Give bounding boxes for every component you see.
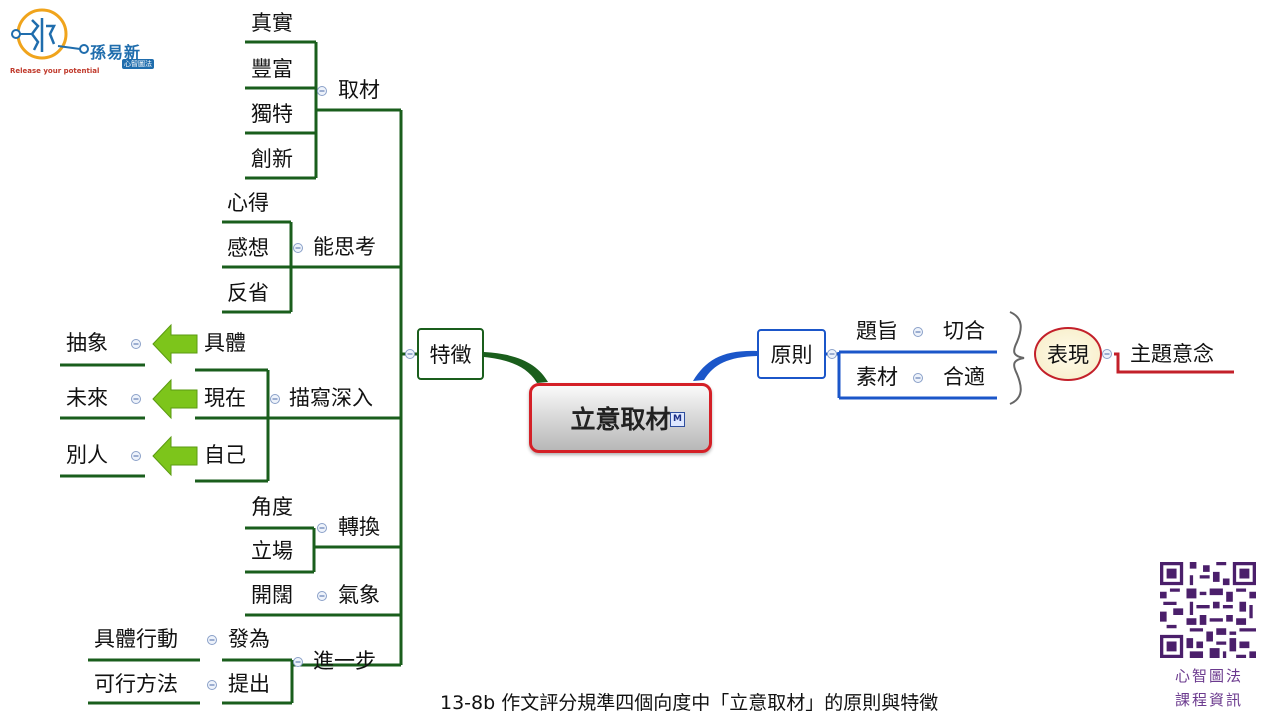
leaf-qx-0[interactable]: 開闊: [251, 583, 293, 607]
principle-item-0-label[interactable]: 題旨: [856, 319, 898, 343]
summary-child[interactable]: 主題意念: [1130, 342, 1214, 366]
leaf-quc-0[interactable]: 真實: [251, 11, 293, 35]
principle-item-1-value[interactable]: 合適: [943, 365, 985, 389]
qr-caption: 心智圖法 課程資訊: [1163, 664, 1255, 712]
arrow-left-icon: [152, 323, 198, 365]
leaf-zh-1[interactable]: 立場: [251, 539, 293, 563]
summary-brace: [1009, 311, 1025, 405]
connector-mxsr: [195, 368, 401, 483]
connector-mxsr-leaves: [60, 363, 145, 478]
summary-express[interactable]: 表現: [1034, 327, 1102, 381]
trunk-line: [399, 110, 417, 665]
leaf-quc-1[interactable]: 豐富: [251, 57, 293, 81]
branch-principle-label: 原則: [770, 343, 813, 367]
pair-mxsr-2-from[interactable]: 自己: [204, 443, 246, 467]
pair-jyb-0-object[interactable]: 具體行動: [94, 627, 178, 651]
pair-mxsr-0-to[interactable]: 抽象: [66, 331, 108, 355]
principle-item-0-value[interactable]: 切合: [943, 319, 985, 343]
topic-zh[interactable]: 轉換: [338, 515, 380, 539]
leaf-nsk-0[interactable]: 心得: [227, 191, 269, 215]
logo-name: 孫易新: [90, 43, 142, 62]
connector-nsk: [222, 220, 401, 314]
summary-express-label: 表現: [1047, 343, 1089, 367]
pair-jyb-1-verb[interactable]: 提出: [228, 672, 270, 696]
connector-quc: [245, 40, 401, 180]
pair-mxsr-1-to[interactable]: 未來: [66, 386, 108, 410]
topic-mxsr[interactable]: 描寫深入: [289, 386, 373, 410]
topic-qx[interactable]: 氣象: [338, 583, 380, 607]
logo-tagline: Release your potential: [10, 67, 100, 75]
pair-mxsr-2-to[interactable]: 別人: [66, 443, 108, 467]
map-link-icon[interactable]: M: [670, 412, 685, 427]
leaf-nsk-1[interactable]: 感想: [227, 236, 269, 260]
central-topic[interactable]: 立意取材 M: [529, 383, 712, 453]
branch-feature-label: 特徵: [429, 343, 472, 367]
figure-caption: 13-8b 作文評分規準四個向度中「立意取材」的原則與特徵: [440, 692, 939, 714]
topic-quc[interactable]: 取材: [338, 78, 380, 102]
qr-caption-line: 心智圖法: [1174, 667, 1243, 685]
leaf-quc-3[interactable]: 創新: [251, 147, 293, 171]
connector-summary: [1114, 352, 1234, 374]
pair-jyb-0-verb[interactable]: 發為: [228, 627, 270, 651]
qr-code-icon[interactable]: [1160, 562, 1256, 658]
pair-jyb-1-object[interactable]: 可行方法: [94, 672, 178, 696]
topic-nsk[interactable]: 能思考: [313, 235, 376, 259]
logo-icon: [11, 8, 89, 60]
pair-mxsr-0-from[interactable]: 具體: [204, 331, 246, 355]
leaf-nsk-2[interactable]: 反省: [227, 281, 269, 305]
topic-jyb[interactable]: 進一步: [313, 649, 376, 673]
brand-logo: 孫易新 心智圖法 Release your potential: [6, 4, 166, 75]
branch-curve-right: [693, 350, 757, 381]
central-topic-label: 立意取材: [570, 405, 671, 434]
arrow-left-icon: [152, 378, 198, 420]
leaf-zh-0[interactable]: 角度: [251, 495, 293, 519]
principle-item-1-label[interactable]: 素材: [856, 365, 898, 389]
arrow-left-icon: [152, 435, 198, 477]
qr-caption-line: 課程資訊: [1174, 691, 1243, 709]
connector-jyb: [88, 658, 401, 705]
branch-principle[interactable]: 原則: [757, 329, 826, 379]
leaf-quc-2[interactable]: 獨特: [251, 102, 293, 126]
branch-curve-left: [484, 352, 548, 383]
pair-mxsr-1-from[interactable]: 現在: [204, 386, 246, 410]
connector-zh: [245, 526, 401, 574]
logo-sub: 心智圖法: [122, 59, 154, 69]
branch-feature[interactable]: 特徵: [417, 328, 484, 380]
